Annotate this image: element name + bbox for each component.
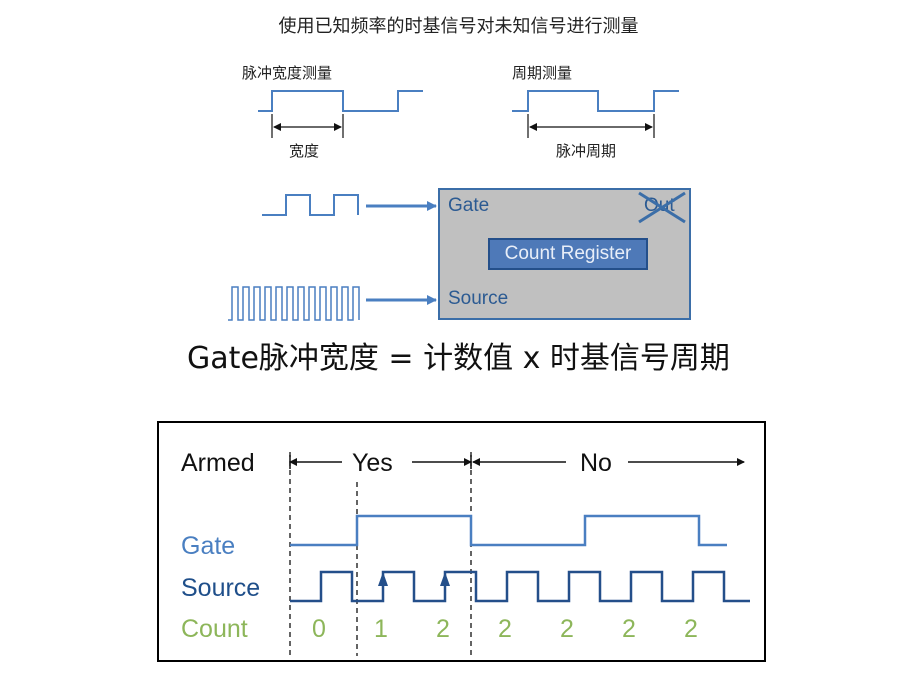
formula-text: Gate脉冲宽度 = 计数值 x 时基信号周期 (187, 341, 730, 376)
period-measure-label: 脉冲周期 (556, 142, 617, 160)
armed-label: Armed (181, 449, 255, 477)
gate-input-signal (262, 194, 359, 216)
out-disabled-cross-icon (638, 191, 686, 224)
counted-edge-markers (378, 572, 450, 586)
count-value: 2 (498, 615, 512, 643)
count-value: 1 (374, 615, 388, 643)
counter-source-label: Source (448, 288, 509, 309)
count-register: Count Register (488, 238, 648, 270)
yes-label: Yes (352, 449, 393, 477)
period-waveform (512, 90, 679, 112)
pulse-width-measure-arrow (271, 114, 344, 138)
timing-source-label: Source (181, 574, 261, 602)
pulse-width-label: 脉冲宽度测量 (242, 64, 333, 82)
armed-yes-arrows (289, 455, 472, 469)
page-title: 使用已知频率的时基信号对未知信号进行测量 (278, 16, 639, 37)
count-value: 2 (560, 615, 574, 643)
timing-count-label: Count (181, 615, 248, 643)
timing-gate-label: Gate (181, 532, 236, 560)
gate-timing-waveform (290, 514, 727, 547)
count-value: 0 (312, 615, 326, 643)
timing-diagram-frame (157, 421, 766, 662)
timing-dividers (289, 452, 472, 656)
count-value: 2 (622, 615, 636, 643)
count-value: 2 (436, 615, 450, 643)
period-measure-arrow (527, 114, 655, 138)
counter-gate-label: Gate (448, 195, 490, 216)
pulse-width-waveform (258, 90, 423, 112)
no-label: No (580, 449, 612, 477)
source-input-signal (228, 286, 360, 321)
source-timing-waveform (290, 570, 750, 603)
period-label: 周期测量 (512, 64, 573, 82)
count-value: 2 (684, 615, 698, 643)
width-measure-label: 宽度 (289, 142, 320, 160)
